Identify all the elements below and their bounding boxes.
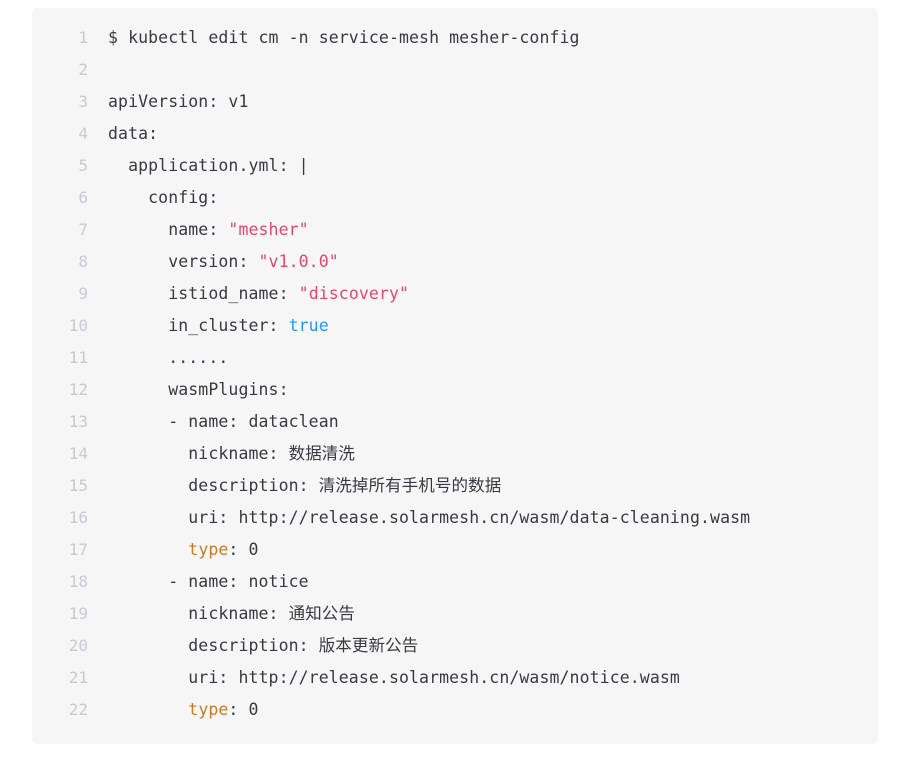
line-number: 6 bbox=[78, 188, 88, 207]
code-token-keyword: type bbox=[188, 540, 229, 559]
code-token-plain: - name: notice bbox=[108, 572, 309, 591]
code-token-plain: - name: dataclean bbox=[108, 412, 339, 431]
code-line[interactable]: 9 istiod_name: "discovery" bbox=[32, 278, 878, 310]
line-number: 14 bbox=[68, 444, 88, 463]
line-content[interactable]: type: 0 bbox=[108, 534, 878, 566]
code-token-string: "v1.0.0" bbox=[258, 252, 339, 271]
code-line[interactable]: 13 - name: dataclean bbox=[32, 406, 878, 438]
code-token-plain: data: bbox=[108, 124, 159, 143]
code-block[interactable]: 1 $ kubectl edit cm -n service-mesh meshe… bbox=[32, 8, 878, 744]
code-token-plain: version: bbox=[108, 252, 259, 271]
line-number: 13 bbox=[68, 412, 88, 431]
code-token-plain bbox=[108, 700, 188, 719]
line-number: 8 bbox=[78, 252, 88, 271]
line-content[interactable]: type: 0 bbox=[108, 694, 878, 726]
line-number: 11 bbox=[68, 348, 88, 367]
code-token-plain: name: bbox=[108, 220, 229, 239]
code-token-plain: application.yml: | bbox=[108, 156, 309, 175]
code-token-plain: uri: http://release.solarmesh.cn/wasm/no… bbox=[108, 668, 680, 687]
code-line[interactable]: 22 type: 0 bbox=[32, 694, 878, 726]
line-number: 1 bbox=[78, 28, 88, 47]
line-number: 16 bbox=[68, 508, 88, 527]
line-number: 18 bbox=[68, 572, 88, 591]
code-token-plain: nickname: 数据清洗 bbox=[108, 444, 356, 463]
line-content[interactable]: ...... bbox=[108, 342, 878, 374]
line-content[interactable]: uri: http://release.solarmesh.cn/wasm/da… bbox=[108, 502, 878, 534]
code-lines-container[interactable]: 1 $ kubectl edit cm -n service-mesh meshe… bbox=[32, 22, 878, 726]
line-number: 2 bbox=[78, 60, 88, 79]
line-content[interactable]: wasmPlugins: bbox=[108, 374, 878, 406]
code-line[interactable]: 4 data: bbox=[32, 118, 878, 150]
code-line[interactable]: 2 bbox=[32, 54, 878, 86]
code-token-boolean: true bbox=[288, 316, 329, 335]
code-token-plain: uri: http://release.solarmesh.cn/wasm/da… bbox=[108, 508, 751, 527]
code-token-keyword: type bbox=[188, 700, 229, 719]
line-number: 4 bbox=[78, 124, 88, 143]
line-number: 10 bbox=[68, 316, 88, 335]
code-line[interactable]: 11 ...... bbox=[32, 342, 878, 374]
code-line[interactable]: 5 application.yml: | bbox=[32, 150, 878, 182]
code-token-plain: wasmPlugins: bbox=[108, 380, 289, 399]
code-line[interactable]: 21 uri: http://release.solarmesh.cn/wasm… bbox=[32, 662, 878, 694]
line-number: 7 bbox=[78, 220, 88, 239]
line-content[interactable]: data: bbox=[108, 118, 878, 150]
code-token-plain: description: 版本更新公告 bbox=[108, 636, 419, 655]
line-content[interactable]: nickname: 通知公告 bbox=[108, 598, 878, 630]
code-token-plain: ...... bbox=[108, 348, 229, 367]
code-line[interactable]: 6 config: bbox=[32, 182, 878, 214]
line-number: 20 bbox=[68, 636, 88, 655]
line-number: 5 bbox=[78, 156, 88, 175]
code-token-plain: $ kubectl edit cm -n service-mesh mesher… bbox=[108, 28, 580, 47]
line-content[interactable]: - name: notice bbox=[108, 566, 878, 598]
code-line[interactable]: 7 name: "mesher" bbox=[32, 214, 878, 246]
code-token-plain: config: bbox=[108, 188, 219, 207]
line-content[interactable]: description: 版本更新公告 bbox=[108, 630, 878, 662]
code-token-plain: apiVersion: v1 bbox=[108, 92, 249, 111]
code-line[interactable]: 8 version: "v1.0.0" bbox=[32, 246, 878, 278]
code-token-plain: description: 清洗掉所有手机号的数据 bbox=[108, 476, 502, 495]
code-line[interactable]: 19 nickname: 通知公告 bbox=[32, 598, 878, 630]
line-content[interactable]: version: "v1.0.0" bbox=[108, 246, 878, 278]
line-content[interactable]: - name: dataclean bbox=[108, 406, 878, 438]
line-number: 12 bbox=[68, 380, 88, 399]
line-number: 9 bbox=[78, 284, 88, 303]
code-token-string: "mesher" bbox=[228, 220, 309, 239]
code-line[interactable]: 14 nickname: 数据清洗 bbox=[32, 438, 878, 470]
code-token-plain: : 0 bbox=[228, 540, 259, 559]
line-number: 17 bbox=[68, 540, 88, 559]
line-number: 15 bbox=[68, 476, 88, 495]
line-number: 19 bbox=[68, 604, 88, 623]
line-number: 3 bbox=[78, 92, 88, 111]
code-line[interactable]: 3 apiVersion: v1 bbox=[32, 86, 878, 118]
code-line[interactable]: 12 wasmPlugins: bbox=[32, 374, 878, 406]
code-line[interactable]: 16 uri: http://release.solarmesh.cn/wasm… bbox=[32, 502, 878, 534]
code-line[interactable]: 1 $ kubectl edit cm -n service-mesh meshe… bbox=[32, 22, 878, 54]
line-number: 21 bbox=[68, 668, 88, 687]
code-line[interactable]: 18 - name: notice bbox=[32, 566, 878, 598]
line-content[interactable]: in_cluster: true bbox=[108, 310, 878, 342]
code-token-plain: : 0 bbox=[228, 700, 259, 719]
code-token-plain: nickname: 通知公告 bbox=[108, 604, 356, 623]
line-content[interactable]: apiVersion: v1 bbox=[108, 86, 878, 118]
line-number: 22 bbox=[68, 700, 88, 719]
code-token-plain: istiod_name: bbox=[108, 284, 299, 303]
line-content[interactable]: istiod_name: "discovery" bbox=[108, 278, 878, 310]
code-token-plain bbox=[108, 540, 188, 559]
line-content[interactable]: uri: http://release.solarmesh.cn/wasm/no… bbox=[108, 662, 878, 694]
code-token-plain: in_cluster: bbox=[108, 316, 289, 335]
line-content[interactable]: application.yml: | bbox=[108, 150, 878, 182]
line-content[interactable]: description: 清洗掉所有手机号的数据 bbox=[108, 470, 878, 502]
code-line[interactable]: 10 in_cluster: true bbox=[32, 310, 878, 342]
line-content[interactable]: nickname: 数据清洗 bbox=[108, 438, 878, 470]
code-line[interactable]: 20 description: 版本更新公告 bbox=[32, 630, 878, 662]
line-content[interactable]: name: "mesher" bbox=[108, 214, 878, 246]
code-line[interactable]: 17 type: 0 bbox=[32, 534, 878, 566]
code-token-string: "discovery" bbox=[298, 284, 410, 303]
line-content[interactable]: config: bbox=[108, 182, 878, 214]
code-line[interactable]: 15 description: 清洗掉所有手机号的数据 bbox=[32, 470, 878, 502]
line-content[interactable]: $ kubectl edit cm -n service-mesh mesher… bbox=[108, 22, 878, 54]
